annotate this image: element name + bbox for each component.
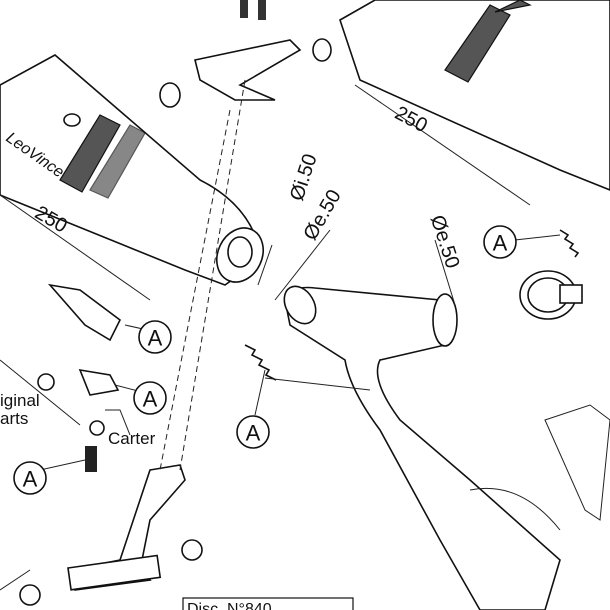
svg-text:A: A bbox=[246, 421, 261, 446]
inner-diameter-dimension: Øi.50 bbox=[286, 151, 322, 203]
svg-text:A: A bbox=[493, 231, 508, 256]
top-bracket bbox=[159, 0, 332, 108]
callout-a-5: A bbox=[13, 461, 47, 495]
left-muffler: LeoVince bbox=[0, 54, 264, 286]
svg-text:A: A bbox=[23, 467, 38, 492]
drawing-number: Disc. N°840 ... bbox=[187, 601, 289, 610]
callout-a-2: A bbox=[138, 320, 172, 354]
spring-2 bbox=[559, 229, 580, 258]
title-block: Disc. N°840 ... bbox=[182, 597, 354, 610]
right-muffler bbox=[339, 0, 610, 191]
dimension-lines bbox=[0, 79, 561, 591]
original-parts-label-line1: iginal bbox=[0, 391, 40, 410]
lower-bracket bbox=[19, 283, 203, 606]
svg-text:A: A bbox=[143, 387, 158, 412]
svg-text:A: A bbox=[148, 326, 163, 351]
link-pipe bbox=[283, 285, 561, 610]
right-frame-bracket bbox=[544, 404, 610, 521]
spring-1 bbox=[244, 344, 277, 381]
outer-diameter-dimension-2: Øe.50 bbox=[426, 213, 464, 272]
original-parts-label-line2: arts bbox=[0, 409, 28, 428]
callout-a-4: A bbox=[236, 415, 270, 449]
callout-a-1: A bbox=[483, 225, 517, 259]
callout-a-3: A bbox=[133, 381, 167, 415]
clamp bbox=[519, 270, 583, 320]
carter-label: Carter bbox=[108, 429, 156, 448]
